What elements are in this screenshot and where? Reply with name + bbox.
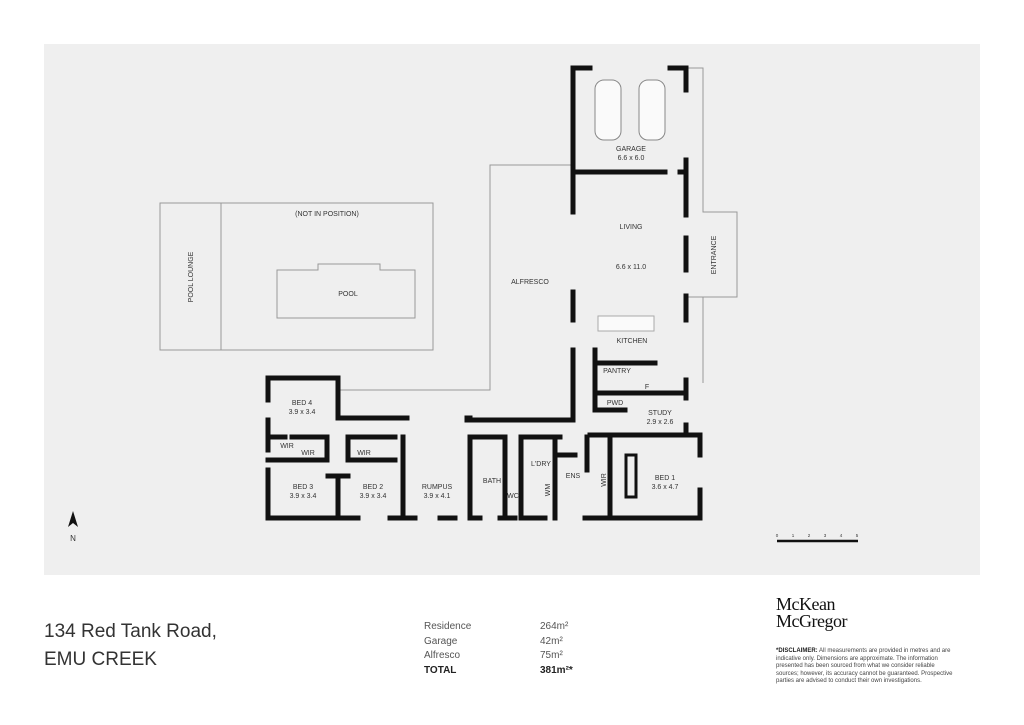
pwd-label: PWD: [607, 400, 623, 407]
area-row: Alfresco 75m²: [424, 650, 573, 665]
area-label: Garage: [424, 635, 458, 647]
brand-line: McGregor: [776, 611, 847, 631]
laundry-label: L'DRY: [531, 461, 551, 468]
kitchen-island: [597, 315, 655, 332]
scale-tick: 1: [792, 533, 795, 538]
study-label: STUDY: [648, 410, 672, 417]
wc-label: WC: [507, 493, 519, 500]
north-label: N: [70, 534, 76, 543]
scale-tick: 5: [856, 533, 859, 538]
bed3-label: BED 3: [293, 484, 313, 491]
scale-tick: 3: [824, 533, 827, 538]
bed1-size: 3.6 x 4.7: [652, 484, 679, 491]
bed1-robe: [624, 453, 638, 499]
pantry-label: PANTRY: [603, 368, 631, 375]
outdoor-outlines: [159, 67, 738, 391]
bed4-label: BED 4: [292, 400, 312, 407]
address-suburb: EMU CREEK: [44, 649, 157, 670]
garage-label: GARAGE: [616, 146, 646, 153]
living-size: 6.6 x 11.0: [616, 264, 646, 271]
scale-bar: 0 1 2 3 4 5: [776, 533, 859, 543]
scale-tick: 2: [808, 533, 811, 538]
garage-size: 6.6 x 6.0: [618, 155, 645, 162]
north-arrow-icon: [68, 511, 78, 527]
wir-label-bed1: WIR: [601, 473, 608, 487]
kitchen-label: KITCHEN: [617, 338, 648, 345]
fridge-label: F: [645, 384, 649, 391]
ensuite-label: ENS: [566, 473, 581, 480]
area-total-row: TOTAL 381m²*: [424, 665, 573, 680]
rumpus-label: RUMPUS: [422, 484, 453, 491]
wm-label: WM: [545, 484, 552, 497]
address-street: 134 Red Tank Road,: [44, 621, 217, 642]
entrance-label: ENTRANCE: [711, 235, 718, 274]
area-value: 264m²: [540, 621, 569, 632]
wir-label-bed2: WIR: [357, 450, 371, 457]
walls: [265, 65, 703, 521]
bed2-size: 3.9 x 3.4: [360, 493, 387, 500]
car-icons: [594, 79, 666, 141]
disclaimer-title: *DISCLAIMER:: [776, 648, 818, 654]
disclaimer: *DISCLAIMER: All measurements are provid…: [776, 648, 956, 686]
plan-background: [44, 44, 980, 575]
bath-label: BATH: [483, 478, 501, 485]
area-row: Garage 42m²: [424, 636, 573, 651]
bed2-label: BED 2: [363, 484, 383, 491]
rumpus-size: 3.9 x 4.1: [424, 493, 451, 500]
alfresco-label: ALFRESCO: [511, 279, 549, 286]
wir-label-bed3: WIR: [301, 450, 315, 457]
living-label: LIVING: [620, 224, 643, 231]
bed4-size: 3.9 x 3.4: [289, 409, 316, 416]
scale-tick: 0: [776, 533, 779, 538]
wir-label-bed4: WIR: [280, 443, 294, 450]
brand-logo: McKean McGregor: [776, 594, 847, 631]
bed1-label: BED 1: [655, 475, 675, 482]
area-row: Residence 264m²: [424, 621, 573, 636]
scale-tick: 4: [840, 533, 843, 538]
disclaimer-text: All measurements are provided in metres …: [776, 648, 953, 685]
area-label: Alfresco: [424, 650, 461, 661]
bed3-size: 3.9 x 3.4: [290, 493, 317, 500]
brand-line: McKean: [776, 594, 835, 614]
property-address: 134 Red Tank Road, EMU CREEK: [44, 618, 217, 674]
area-label: Residence: [424, 621, 472, 632]
area-summary: Residence 264m² Garage 42m² Alfresco 75m² T…: [424, 621, 573, 679]
area-label: TOTAL: [424, 664, 457, 676]
area-value: 42m²: [540, 635, 563, 647]
study-size: 2.9 x 2.6: [647, 419, 674, 426]
area-value: 75m²: [540, 650, 563, 661]
pool-lounge-label: POOL LOUNGE: [188, 251, 195, 302]
pool-note: (NOT IN POSITION): [295, 211, 359, 218]
area-value: 381m²*: [540, 664, 573, 676]
pool-label: POOL: [338, 291, 358, 298]
